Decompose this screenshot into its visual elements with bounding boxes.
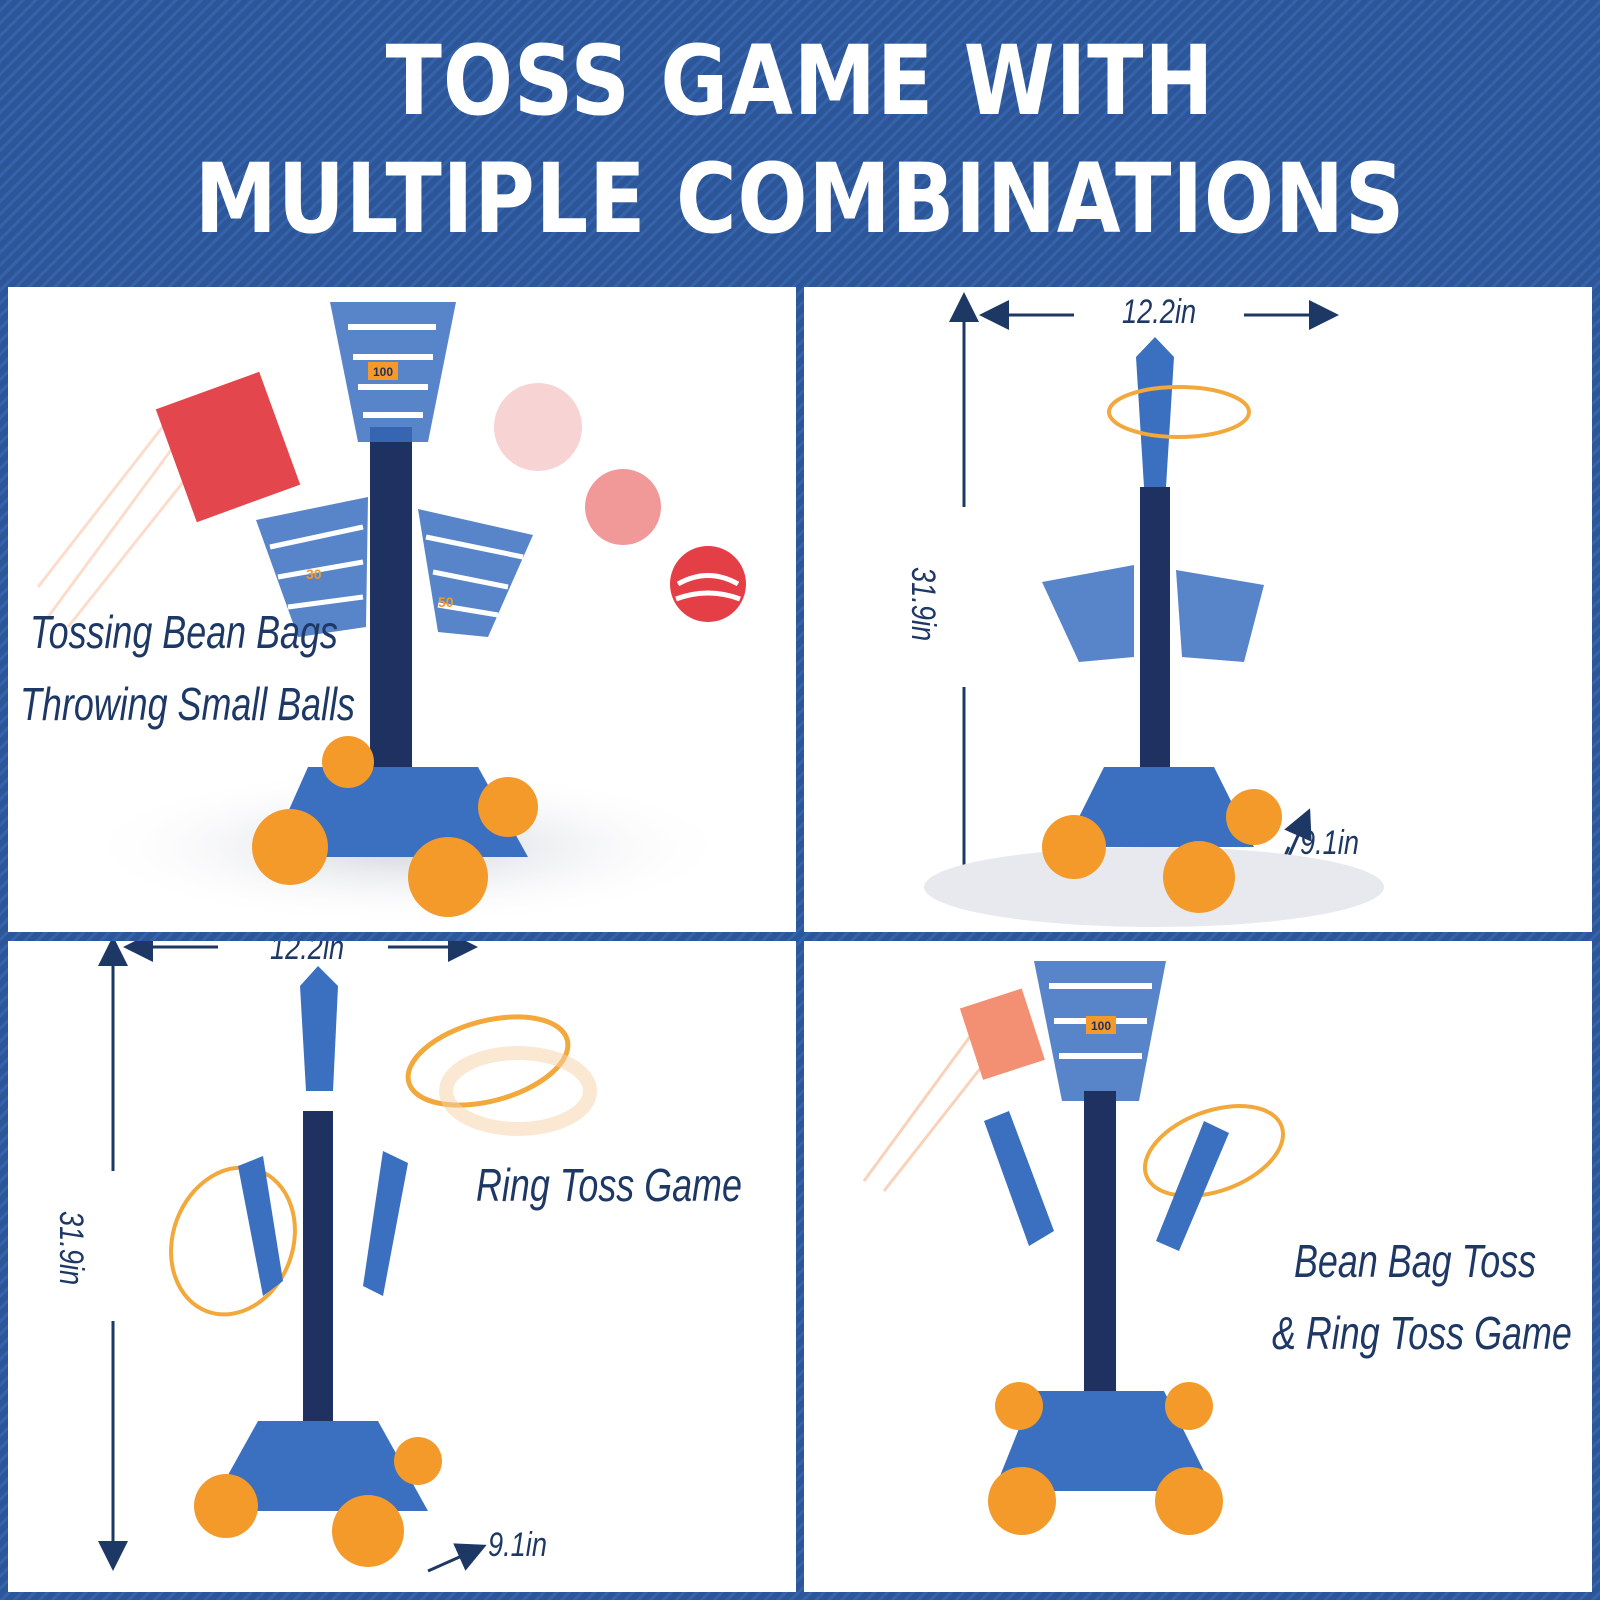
toss-stand (194, 966, 442, 1567)
ball-blur (494, 383, 582, 471)
panel-combo-toss: 100 Bean Bag Toss & Ring Toss Game (804, 941, 1592, 1592)
pole (303, 1111, 333, 1441)
wheel (408, 837, 488, 917)
wheel (1226, 789, 1282, 845)
headline: TOSS GAME WITH MULTIPLE COMBINATIONS (0, 0, 1600, 280)
wheel (988, 1467, 1056, 1535)
ring-icon (405, 1014, 571, 1108)
headline-line-2: MULTIPLE COMBINATIONS (194, 143, 1406, 255)
caption-line-1: Bean Bag Toss (1294, 1235, 1537, 1287)
wheel (194, 1474, 258, 1538)
bean-bag-icon (36, 371, 301, 628)
depth-label: 9.1in (1300, 824, 1359, 862)
height-label: 31.9in (52, 1211, 90, 1286)
ball-icons (494, 383, 746, 622)
caption-line-2: & Ring Toss Game (1272, 1307, 1572, 1359)
panel-dimensions-basket: 12.2in 31.9in 9.1in (804, 287, 1592, 932)
floor-shadow (924, 847, 1384, 927)
right-peg (363, 1151, 408, 1296)
right-peg (1156, 1121, 1229, 1251)
height-label: 31.9in (904, 567, 942, 642)
ring-peg (1136, 337, 1174, 487)
base (1064, 767, 1254, 847)
width-label: 12.2in (1122, 293, 1197, 331)
caption: Ring Toss Game (476, 1159, 742, 1211)
headline-line-1: TOSS GAME WITH (385, 25, 1215, 137)
bean-bag (155, 371, 301, 523)
left-basket (1042, 565, 1134, 662)
ring-icon (1107, 385, 1251, 439)
right-basket-score: 50 (438, 594, 454, 610)
wheel (1155, 1467, 1223, 1535)
base (994, 1391, 1214, 1491)
wheel (1165, 1382, 1213, 1430)
wheel (1042, 815, 1106, 879)
top-peg (300, 966, 338, 1091)
wheel (252, 809, 328, 885)
toss-stand: 100 30 50 (252, 302, 538, 917)
ring-toss-illustration (98, 941, 597, 1573)
ring-blur-icon (439, 1046, 597, 1136)
panel-basket-toss: 100 30 50 Tossing Bean Bags Throwing Sma… (8, 287, 796, 932)
width-label: 12.2in (270, 941, 345, 967)
base (208, 1421, 428, 1511)
caption-line-1: Tossing Bean Bags (30, 606, 338, 658)
wheel (322, 736, 374, 788)
bean-bag-icon (862, 988, 1045, 1192)
bean-bag (959, 988, 1045, 1080)
ball (585, 469, 661, 545)
left-peg (238, 1156, 283, 1296)
top-basket-score: 100 (1091, 1019, 1111, 1033)
toss-stand: 100 (984, 961, 1229, 1535)
basket-toss-illustration: 100 30 50 (36, 302, 746, 927)
wheel (394, 1437, 442, 1485)
wheel (478, 777, 538, 837)
depth-arrow (427, 1543, 487, 1573)
caption-line-2: Throwing Small Balls (20, 678, 355, 730)
dimensions-illustration (924, 292, 1384, 927)
left-peg (984, 1111, 1054, 1246)
ring-icon (169, 1165, 297, 1317)
top-basket-score: 100 (373, 365, 393, 379)
pole (1084, 1091, 1116, 1401)
depth-label: 9.1in (488, 1526, 547, 1564)
combo-toss-illustration: 100 (862, 961, 1286, 1535)
panel-ring-toss: 12.2in 31.9in 9.1in Ring Toss Game (8, 941, 796, 1592)
toss-stand (1042, 337, 1282, 913)
left-basket-score: 30 (306, 566, 322, 582)
wheel (332, 1495, 404, 1567)
pole (1140, 487, 1170, 817)
base (268, 767, 528, 857)
wheel (995, 1382, 1043, 1430)
right-basket (1176, 570, 1264, 662)
wheel (1163, 841, 1235, 913)
ring-icon (1142, 1104, 1286, 1198)
ball (670, 546, 746, 622)
